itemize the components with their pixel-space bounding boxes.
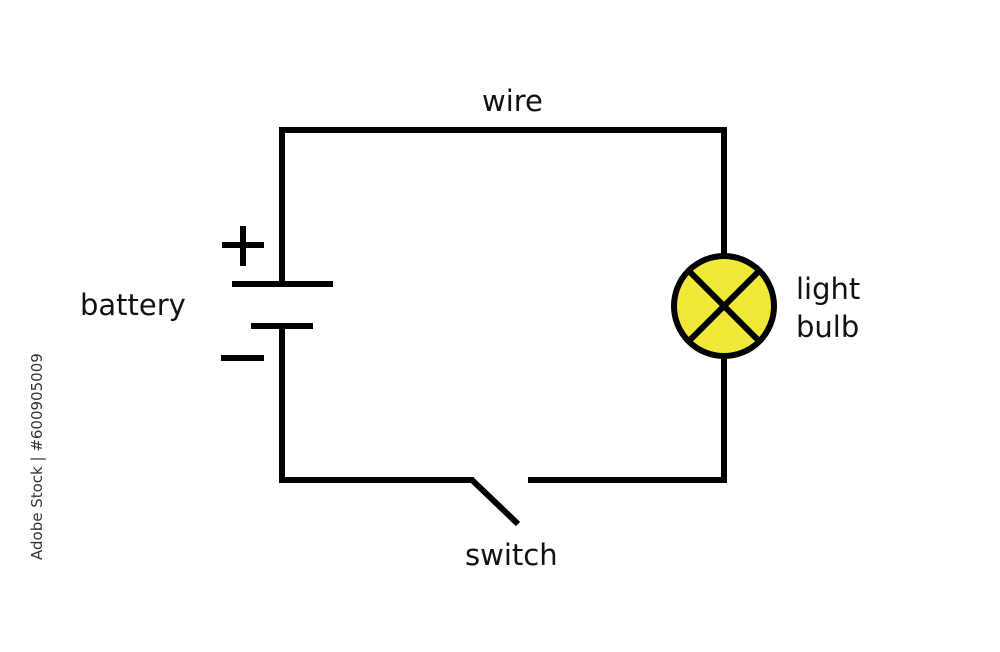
light-bulb-label: light bulb [796,270,860,346]
wire-label: wire [482,84,543,118]
light-bulb-symbol [671,253,777,359]
switch-lever [469,477,521,527]
light-bulb-label-line2: bulb [796,310,860,344]
light-bulb-label-line1: light [796,272,861,306]
plus-sign-icon [222,226,264,266]
battery-label: battery [80,288,186,322]
stock-watermark-id: Adobe Stock | #600905009 [28,353,46,560]
switch-label: switch [465,538,558,572]
